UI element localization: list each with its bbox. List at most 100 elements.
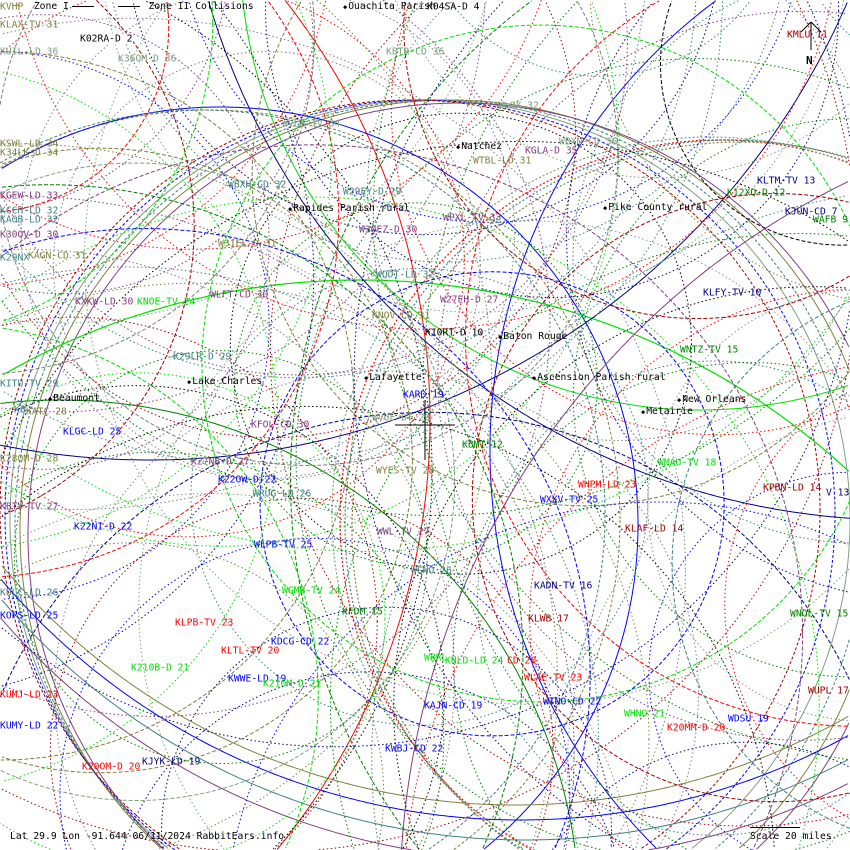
- station-label[interactable]: WTBL-LD 31: [473, 155, 532, 167]
- station-label[interactable]: KJUN-CD 7: [785, 206, 838, 218]
- station-label[interactable]: KB: [14, 404, 26, 416]
- coverage-arc: [401, 181, 849, 850]
- station-label[interactable]: W31EL-D 31: [218, 238, 277, 250]
- station-label[interactable]: KJYK-LD 19: [142, 756, 201, 768]
- station-label[interactable]: KNLD-LD 24: [445, 655, 504, 667]
- station-label[interactable]: KOPS-LD 25: [0, 610, 59, 622]
- station-label[interactable]: WLAE-TV 23: [524, 672, 583, 684]
- station-label[interactable]: WLPB-TV 25: [254, 539, 313, 551]
- station-label[interactable]: WWL-TV 27: [377, 526, 430, 538]
- coverage-arc: [589, 1, 850, 300]
- station-label[interactable]: KBMT 12: [462, 439, 503, 451]
- station-label[interactable]: WYES-TV 28: [376, 465, 435, 477]
- station-label[interactable]: K22OW-D 22: [218, 474, 277, 486]
- station-label[interactable]: KLAF-LD 14: [625, 523, 684, 535]
- coverage-arc: [0, 109, 621, 850]
- station-label[interactable]: WHPM-LD 23: [578, 479, 637, 491]
- station-label[interactable]: KLTM-TV 13: [757, 175, 816, 187]
- station-label[interactable]: KSWL-LD 34: [0, 138, 59, 150]
- station-label[interactable]: K04SA-D 4: [427, 1, 480, 13]
- station-label[interactable]: WBXH-CD 32: [228, 179, 287, 191]
- station-label[interactable]: K20OM-D 20: [82, 761, 141, 773]
- station-label[interactable]: WAFB 9: [813, 214, 848, 226]
- station-label[interactable]: KARD 19: [403, 389, 444, 401]
- station-label[interactable]: K36QM-D 36: [118, 53, 177, 65]
- station-label[interactable]: KLGC-LD 25: [63, 426, 122, 438]
- station-label[interactable]: KMLU 11: [787, 29, 828, 41]
- station-label[interactable]: KXKW-LD 30: [75, 296, 134, 308]
- station-label[interactable]: WLOX 32: [498, 100, 539, 112]
- station-label[interactable]: KDCG-CD 22: [271, 636, 330, 648]
- station-label[interactable]: WNTZ-TV 15: [680, 344, 739, 356]
- station-label[interactable]: KITU-TV 29: [0, 378, 59, 390]
- station-label[interactable]: KWBJ-CD 22: [385, 743, 444, 755]
- station-label[interactable]: KBTV-TV 27: [0, 501, 59, 513]
- station-label[interactable]: K27NB-D 27: [191, 456, 250, 468]
- station-label[interactable]: K12XQ-D 12: [727, 187, 786, 199]
- station-label[interactable]: KLTL-TV 20: [221, 645, 280, 657]
- station-label[interactable]: WVLA-TV 34: [282, 118, 341, 130]
- station-label[interactable]: K20MM-D 20: [667, 722, 726, 734]
- station-label[interactable]: KUIL-LD 36: [0, 46, 59, 58]
- station-label[interactable]: KPBN-LD 14: [763, 482, 822, 494]
- station-label[interactable]: CD 20: [507, 655, 537, 667]
- station-label[interactable]: KLFY-TV 10: [703, 287, 762, 299]
- station-label[interactable]: WBXN-CD 36: [559, 136, 618, 148]
- station-label[interactable]: KUMY-LD 22: [0, 720, 59, 732]
- station-label[interactable]: KCCH-LD 32: [0, 205, 59, 217]
- station-label[interactable]: KLWB 17: [528, 613, 569, 625]
- station-label[interactable]: WDSU 19: [728, 713, 769, 725]
- station-label[interactable]: KBTR-CD 36: [386, 46, 445, 58]
- station-label[interactable]: K28QM-D 28: [0, 453, 59, 465]
- station-label[interactable]: WGNO 26: [411, 565, 452, 577]
- station-label[interactable]: KAJN-CD 19: [424, 700, 483, 712]
- station-label[interactable]: WQDT-LD 32: [376, 269, 435, 281]
- station-label[interactable]: KGEW-LD 33: [0, 190, 59, 202]
- station-label[interactable]: K34LK-D 34: [0, 147, 59, 159]
- station-label[interactable]: KLPB-TV 23: [175, 617, 234, 629]
- station-label[interactable]: KVHP: [0, 1, 24, 13]
- station-label[interactable]: KADN-TV 16: [534, 580, 593, 592]
- station-label[interactable]: K210M-D 21: [263, 678, 322, 690]
- station-label[interactable]: V 13: [826, 487, 850, 499]
- station-label[interactable]: K29NX: [0, 252, 30, 264]
- station-label[interactable]: KAOB-LD 32: [0, 214, 59, 226]
- station-label[interactable]: KNOE-TV 24: [137, 296, 196, 308]
- station-label[interactable]: WHNO 21: [624, 708, 665, 720]
- station-label[interactable]: K22NI-D 22: [74, 521, 133, 533]
- station-label[interactable]: W27EH-D 27: [440, 294, 499, 306]
- station-label[interactable]: KNOV-CD 31: [372, 310, 431, 322]
- station-label[interactable]: KATC 28: [26, 406, 67, 418]
- station-label[interactable]: KFOL-CD 30: [251, 419, 310, 431]
- station-label[interactable]: WMAU-TV 18: [658, 457, 717, 469]
- station-label[interactable]: W30EZ-D 30: [359, 224, 418, 236]
- station-label[interactable]: WUPL 17: [808, 685, 849, 697]
- coverage-arc: [1, 196, 820, 849]
- station-label[interactable]: KFDM 15: [342, 606, 383, 618]
- station-label[interactable]: W29EY-D 29: [343, 186, 402, 198]
- legend-zone2: Zone II: [148, 1, 190, 12]
- station-label[interactable]: WBRL: [424, 652, 448, 664]
- station-label[interactable]: K210B-D 21: [131, 662, 190, 674]
- station-label[interactable]: KGLA-D 35: [525, 145, 578, 157]
- station-label[interactable]: WNOL-TV 15: [790, 608, 849, 620]
- station-label[interactable]: K29LR-D 29: [173, 351, 232, 363]
- station-label[interactable]: WGMB-TV 24: [282, 585, 341, 597]
- station-label[interactable]: K10RT-D 10: [425, 327, 484, 339]
- station-label[interactable]: WPXL-TV 33: [443, 212, 502, 224]
- station-label[interactable]: WXXV-TV 25: [540, 494, 599, 506]
- station-label[interactable]: KLAX-TV 31: [0, 19, 59, 31]
- station-label[interactable]: KULC-LD 26: [0, 587, 59, 599]
- station-label[interactable]: WVUE-DT 29: [372, 412, 431, 424]
- station-label[interactable]: WRUG-LD 26: [253, 488, 312, 500]
- coverage-arc: [9, 99, 850, 849]
- coverage-arc: [1, 493, 633, 849]
- station-label[interactable]: KWWE-LD 19: [228, 673, 287, 685]
- station-label[interactable]: KUMJ-LD 23: [0, 689, 59, 701]
- station-label[interactable]: K30QV-D 30: [0, 229, 59, 241]
- station-label[interactable]: K02RA-D 2: [80, 33, 133, 45]
- station-label[interactable]: WTNO-CD 22: [543, 696, 602, 708]
- station-label[interactable]: KAGN-CD 31: [28, 250, 87, 262]
- station-label[interactable]: WLFT-CD 30: [210, 289, 269, 301]
